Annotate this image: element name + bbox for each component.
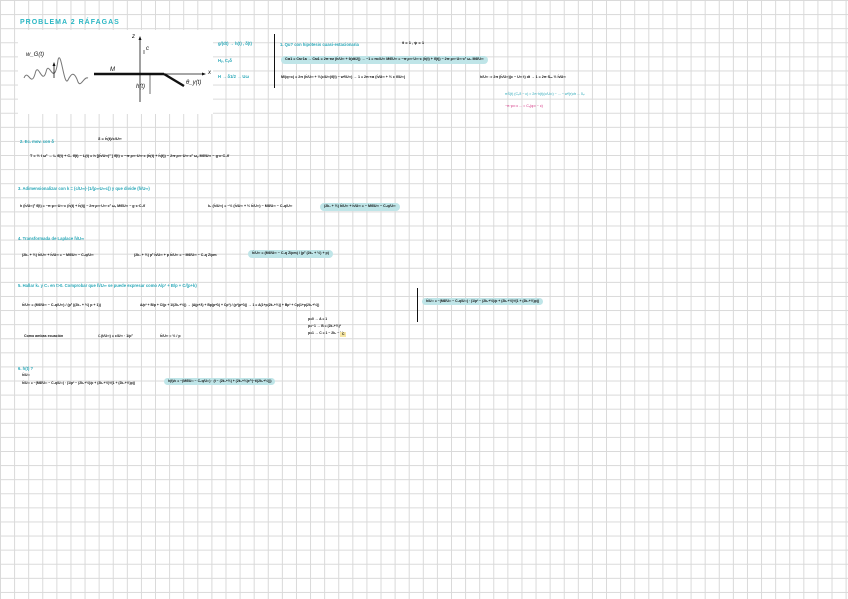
step4-equation-2: (2k₁ + ½) p² ḣ/U∞ + p ḣ/U∞ = − Mθ̇/U∞ − … [134,253,217,257]
pitch-label: θ_y(t) [186,80,202,86]
step1-equation-3: h/U∞ ⇒ 2π (ḣ/U∞)(c − U∞ t) dt → 1 = 2π·S… [480,75,566,79]
step5-approx-equation-2: ḣ/U∞ ≈ ½ / p [160,334,181,338]
step1-equation-2: M/(q∞c) = 2π (ḣ/U∞ + ½(c/U∞)θ̇(t) − wᵍ/U… [281,75,406,79]
step1-heading: 1. Qu? con hipótesis cuasi-estacionaria [280,42,359,47]
airfoil-gust-figure: w_G(t) z c M x h(t) θ_y(t) [18,30,213,114]
step1-note-pink: −π·ρ∞ c ... = Cᵧ(q∞ − c) [505,104,543,108]
step6-subnote: ḣ/U∞ [22,373,30,377]
step5-case-3: p=1 → C = 1 − 2k₁ − ½ [308,331,344,335]
step5-divider [417,288,418,322]
step5-heading: 5. Hallar k₁ y C₁ en t>0. Comprobar que … [18,283,197,288]
airfoil-diagram-svg [23,36,206,102]
chord-label: c [146,46,149,52]
step1-divider [274,34,275,88]
step5-case-2: p=−1 → B = (2k₁+½)² [308,324,341,328]
step5-case-3-highlight: C [340,332,347,338]
step3-heading: 3. Adimensionalizar con k = (c/U∞)·(1/(ρ… [18,186,150,191]
step5-approx-equation: ℒ(t/U∞) = c/U∞ · 1/p² [98,334,133,338]
page-title: PROBLEMA 2 RÁFAGAS [20,19,120,26]
step5-result: ḣ/U∞ = −(Mθ̇/U∞ − C₁q/U∞) · (1/p² − (2k₁… [422,298,543,306]
step1-side-c: H → δ1/2 → Uω [218,74,249,79]
step2-equation: T = ½ I ω² → I₀ θ̈(t) + C₁ θ̇(t) − L(t) … [30,154,229,158]
x-axis-label: x [208,70,211,76]
wg-label: w_G(t) [26,52,44,58]
z-axis-label: z [132,34,135,40]
step1-side-a: g/(dt) → h(t) , δ(t) [218,41,252,46]
step3-equation-3: (2k₁ + ½) ḣ/U∞ + ḣ/U∞ = − Mθ̇/U∞ − C₁q/U… [320,203,400,211]
step2-heading: 2. Ec. mov. con δ [20,139,54,144]
step3-equation-2: k₁ (ḣ/U∞) = −½ (ḣ/U∞ + ½ ḣ/U∞) − Mθ̇/U∞ … [208,204,293,208]
step6-result: h(t)/c = −(Mθ̇/U∞ − C₁q/U∞) · (t − (2k₁+… [164,378,276,386]
step4-equation-1: (2k₁ + ½) ḣ/U∞ + ḣ/U∞ = − Mθ̇/U∞ − C₁q/U… [22,253,94,257]
mass-label: M [110,67,115,73]
step4-result: ḣ/U∞ = (Mθ̇/U∞ − C₁q Z/pm) / (p² (2k₁ + … [248,250,333,258]
step6-equation: ḣ/U∞ = −(Mθ̇/U∞ − C₁q/U∞) · (1/p² − (2k₁… [22,381,135,385]
step1-side-b: Hᵧ, Cᵧδ [218,58,232,63]
step5-approx-label: Como ambas ecuación [24,334,64,338]
step5-case-1: p=0 → A = 1 [308,317,328,321]
step3-equation-1: h (ḣ/U∞)² θ̈(t) = −π·ρ∞·U∞·c (ḣ(t) + ḣ(t… [20,204,145,208]
step1-cases: θ = 1 , ψ = 1 [402,40,425,45]
step4-heading: 4. Transformada de Laplace ḣ/U∞ [18,236,85,241]
plunge-label: h(t) [136,84,145,90]
step6-heading: 6. h(t) ? [18,366,34,371]
step2-subnote: δ = ḣ(t)/c/U∞ [98,136,122,141]
step5-equation-2: A/p² + B/p + C/(p + 1/(2k₁+½)) → (A(p+λ)… [140,303,320,307]
step1-equation-1: Cᴍ1 = Cᴍ·1a → Cᴍ1 = 2π·τᴍ (ḣ/U∞ + θ(dt/2… [281,56,488,64]
step1-note-cyan: πṠ(t) (Cᵧδ − c) ≈ 2π·ḣ(t)(c/U∞) − ... − … [505,92,585,96]
step5-equation-1: ḣ/U∞ = (Mθ̇/U∞ − C₁q/U∞) / (p² ((2k₁ + ½… [22,303,101,307]
